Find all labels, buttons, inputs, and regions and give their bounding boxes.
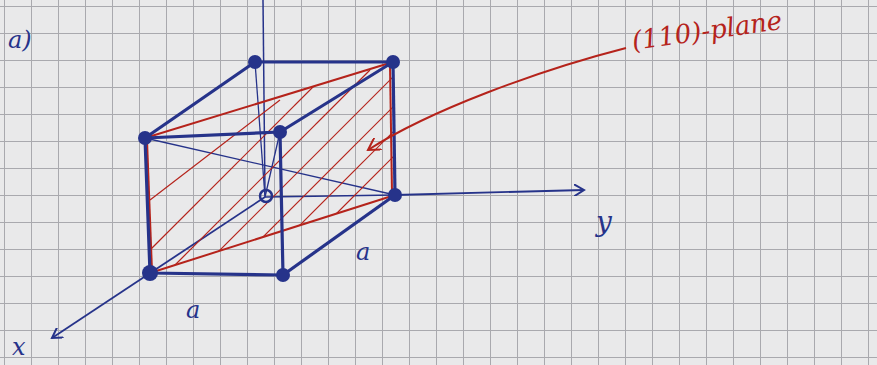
axis-label: y	[596, 208, 612, 236]
axis-label: x	[12, 335, 26, 359]
part-label: a)	[8, 28, 32, 52]
dimension-label: a	[356, 240, 370, 264]
dimension-label: a	[186, 298, 200, 322]
plane-label: (110)-plane	[630, 7, 783, 54]
